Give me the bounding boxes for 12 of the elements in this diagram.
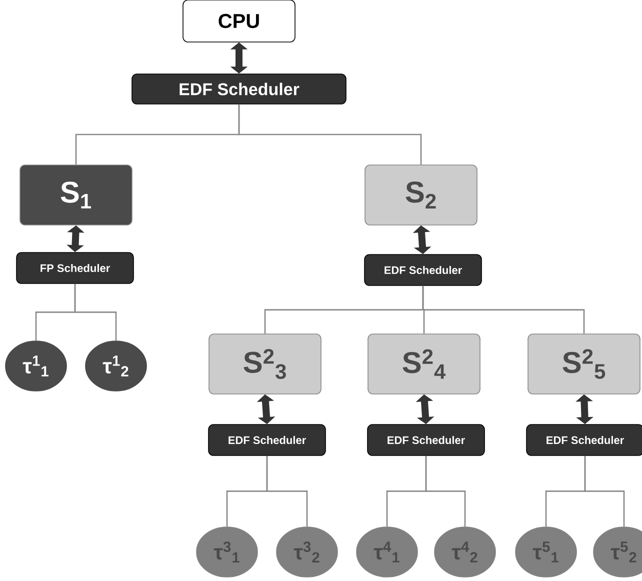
connector-line xyxy=(584,456,625,527)
connector-line xyxy=(266,456,308,527)
connector-line xyxy=(422,286,585,334)
server-box: S$^{2}$3 xyxy=(208,334,322,394)
connector-line xyxy=(425,456,466,527)
server-box: S$_{1}$ xyxy=(20,164,132,226)
server-box: S$^{2}$5 xyxy=(528,334,640,394)
server-box: S$^{2}$4 xyxy=(368,334,480,394)
connector-line xyxy=(74,284,117,341)
server-box: S$_{2}$ xyxy=(364,164,478,226)
processor-box: CPU xyxy=(182,0,296,42)
connector-line xyxy=(238,104,422,165)
